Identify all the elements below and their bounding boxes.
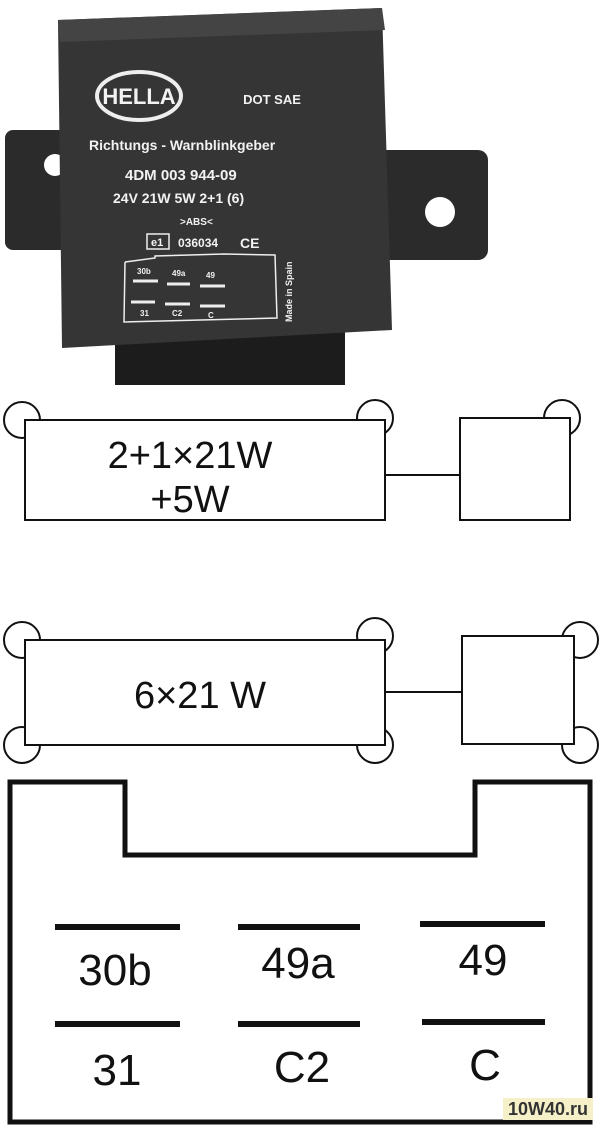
pin-label: 31 [140, 309, 149, 318]
part-number: 4DM 003 944-09 [125, 167, 237, 184]
origin-label: Made in Spain [284, 261, 294, 322]
pin-label: 30b [137, 267, 151, 276]
relay-body [58, 8, 392, 348]
diagram1-extra-label: +5W [150, 479, 229, 521]
certification-label: DOT SAE [243, 92, 301, 107]
material-label: >ABS< [180, 217, 213, 228]
pin-49a-label: 49a [261, 939, 335, 988]
relay-product: HELLA DOT SAE Richtungs - Warnblinkgeber… [5, 8, 488, 385]
pin-31-label: 31 [93, 1046, 142, 1095]
pin-49-label: 49 [459, 936, 508, 985]
pin-30b-label: 30b [78, 946, 151, 995]
hella-logo: HELLA [95, 70, 183, 122]
ce-mark: CE [240, 235, 259, 251]
pin-label: C2 [172, 309, 183, 318]
wiring-diagram-2: 6×21 W [3, 617, 599, 764]
watermark: 10W40.ru [503, 1098, 593, 1120]
diagram2-load-label: 6×21 W [134, 675, 266, 717]
pin-c2-label: C2 [274, 1043, 330, 1092]
diagram1-load-label: 2+1×21W [108, 435, 273, 477]
pin-label: 49a [172, 269, 186, 278]
pin-label: 49 [206, 271, 215, 280]
pin-label: C [208, 311, 214, 320]
spec-label: 24V 21W 5W 2+1 (6) [113, 190, 244, 206]
svg-text:HELLA: HELLA [102, 84, 175, 109]
approval-number: 036034 [178, 236, 218, 250]
approval-mark: e1 [151, 237, 163, 249]
product-name: Richtungs - Warnblinkgeber [89, 137, 276, 153]
wiring-diagram-1: 2+1×21W +5W [3, 399, 581, 521]
pin-c-label: C [469, 1041, 501, 1090]
connector-pinout: 30b 49a 49 31 C2 C [7, 779, 593, 1125]
